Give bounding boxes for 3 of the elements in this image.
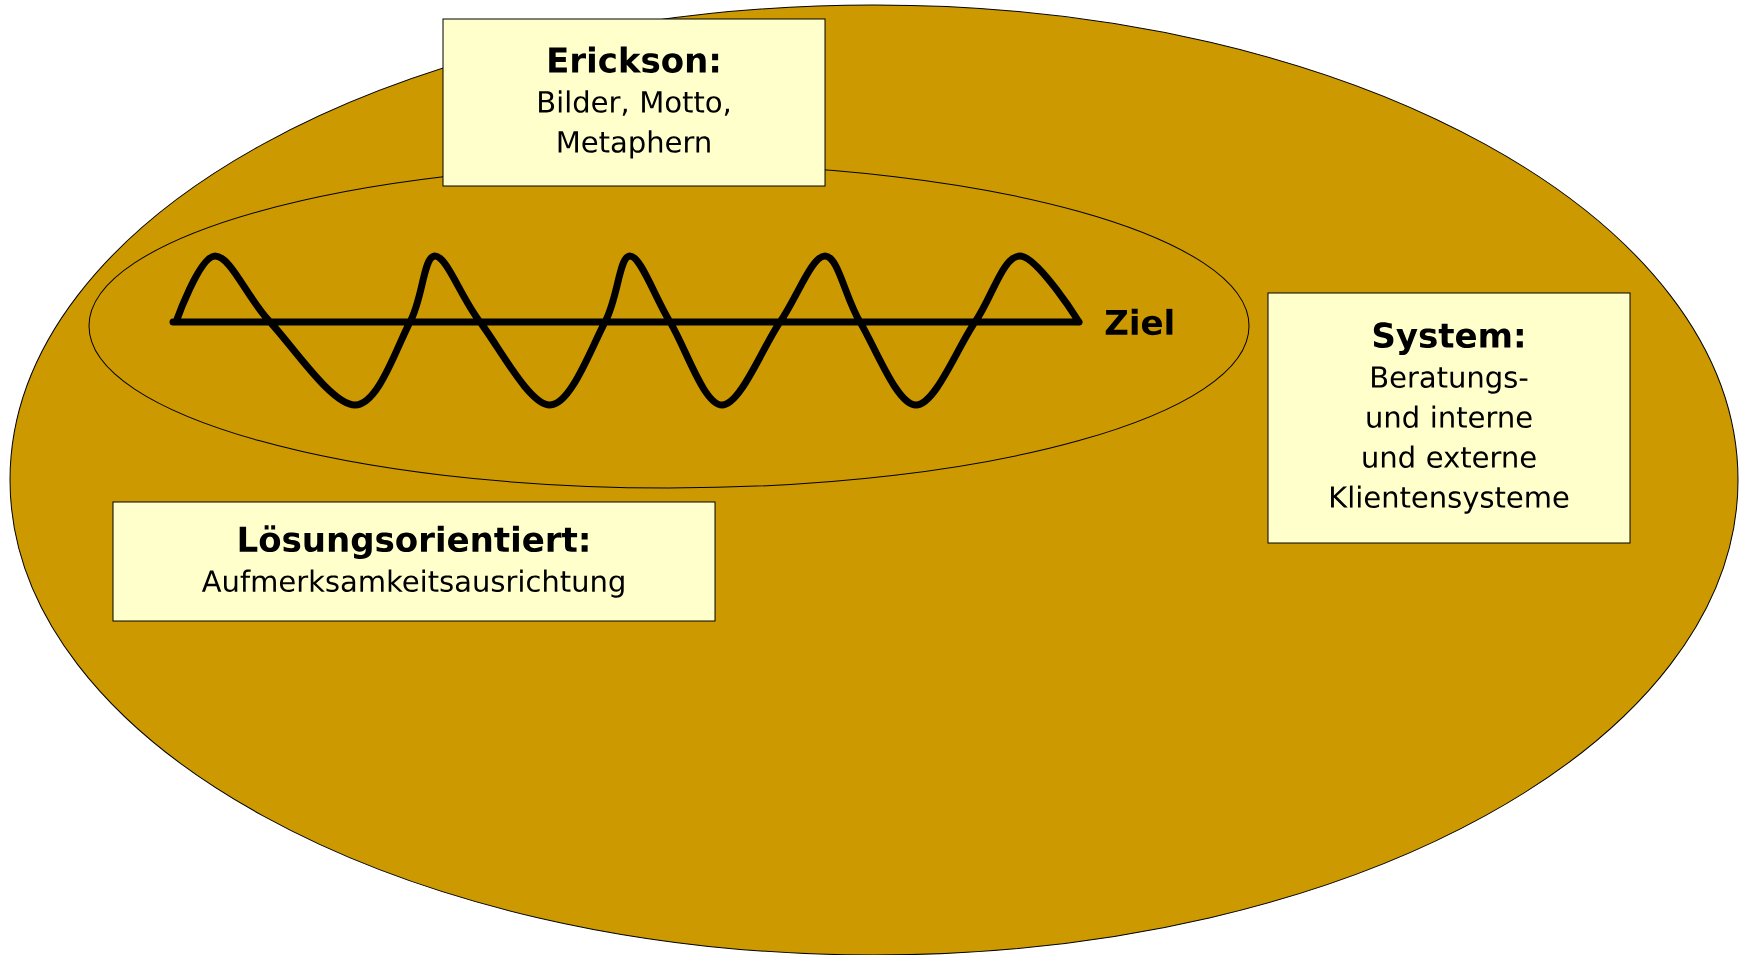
text-box: System: Beratungs- und interne und externe Klientensysteme <box>1267 292 1631 544</box>
goal-label: Ziel <box>1105 308 1173 336</box>
text-box: Lösungsorientiert: Aufmerksamkeitsausrichtung <box>112 501 716 622</box>
